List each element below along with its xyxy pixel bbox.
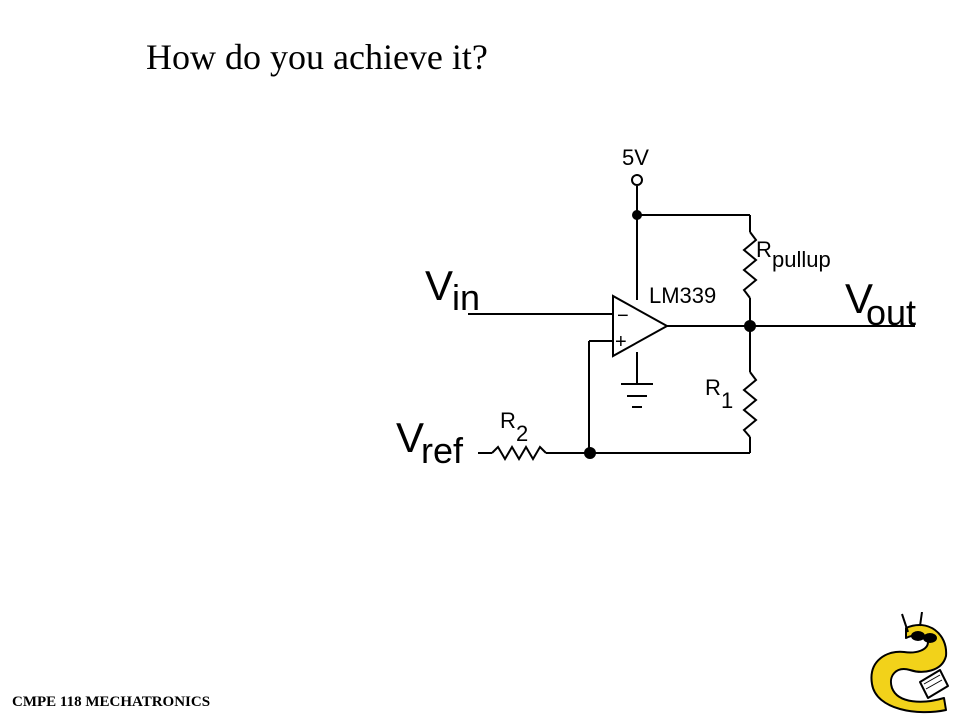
vin-label-sub: in xyxy=(452,277,480,318)
r1-resistor-symbol xyxy=(742,371,758,438)
supply-terminal xyxy=(631,174,643,186)
rpullup-resistor-symbol xyxy=(742,231,758,299)
r2-resistor-symbol xyxy=(491,445,547,461)
rpullup-label-main: R xyxy=(756,237,772,262)
slide-title: How do you achieve it? xyxy=(146,37,488,77)
r2-label-sub: 2 xyxy=(516,421,528,446)
plus-sign: + xyxy=(615,331,627,353)
junction-dot xyxy=(632,210,642,220)
vout-label-sub: out xyxy=(866,292,916,333)
course-footer: CMPE 118 MECHATRONICS xyxy=(12,694,211,710)
banana-slug-mascot-icon xyxy=(870,612,949,714)
r1-label-main: R xyxy=(705,375,721,400)
vref-label-main: V xyxy=(396,414,424,461)
vout-label-main: V xyxy=(845,275,873,322)
junction-dot xyxy=(744,320,756,332)
comparator-triangle xyxy=(612,294,670,358)
vref-label-sub: ref xyxy=(421,430,464,471)
r2-label-main: R xyxy=(500,408,516,433)
junction-dot xyxy=(584,447,596,459)
vin-label-main: V xyxy=(425,262,453,309)
supply-label: 5V xyxy=(622,145,649,170)
minus-sign: − xyxy=(617,305,629,327)
rpullup-label-sub: pullup xyxy=(772,247,831,272)
circuit-wires xyxy=(468,186,915,461)
chip-label: LM339 xyxy=(649,283,716,308)
r1-label-sub: 1 xyxy=(721,388,733,413)
